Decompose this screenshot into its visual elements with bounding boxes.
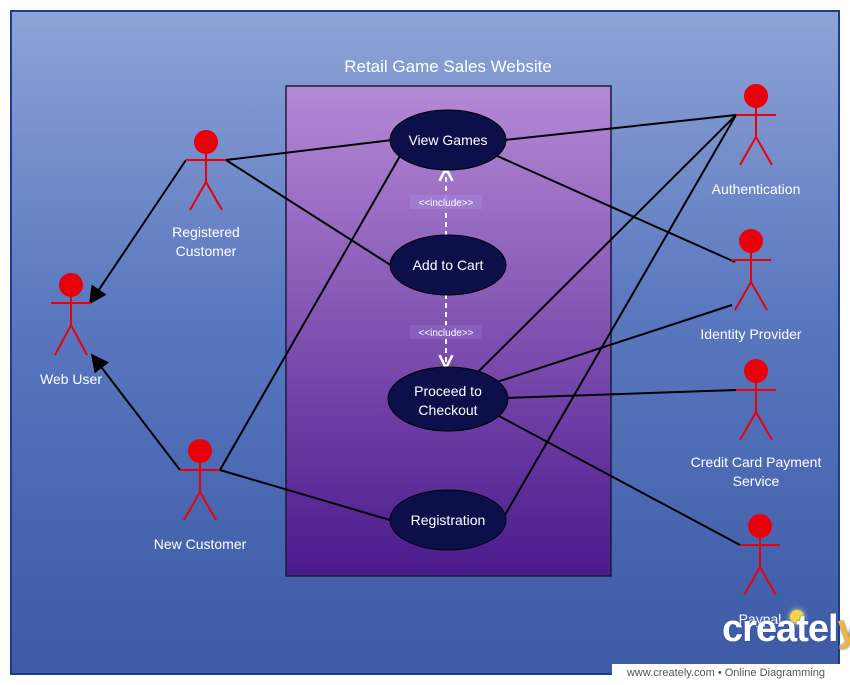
use-case-registration[interactable]: Registration <box>389 489 507 551</box>
actor-label-registered-1: Registered <box>172 224 240 240</box>
actor-label-paypal: Paypal <box>739 611 782 627</box>
generalization-newcustomer-webuser <box>90 353 181 471</box>
assoc-registered-addtocart <box>225 159 393 267</box>
associations <box>219 114 741 546</box>
actor-authentication[interactable] <box>736 84 776 166</box>
use-case-label-line2: Checkout <box>418 402 477 418</box>
use-case-label: Registration <box>411 512 486 528</box>
actor-paypal[interactable] <box>740 514 780 596</box>
actor-label-credit-1: Credit Card Payment <box>691 454 822 470</box>
assoc-newcustomer-registration <box>219 469 391 521</box>
actor-head-icon <box>188 439 212 463</box>
assoc-registered-viewgames <box>225 139 393 161</box>
actor-label-authentication: Authentication <box>712 181 801 197</box>
use-case-label: Add to Cart <box>413 257 484 273</box>
actor-head-icon <box>739 229 763 253</box>
system-title: Retail Game Sales Website <box>344 57 552 76</box>
lightbulb-icon <box>790 610 804 624</box>
use-case-add-to-cart[interactable]: Add to Cart <box>389 234 507 296</box>
actor-label-web-user: Web User <box>40 371 102 387</box>
use-case-view-games[interactable]: View Games <box>389 109 507 171</box>
use-case-label-line1: Proceed to <box>414 383 482 399</box>
assoc-newcustomer-viewgames <box>219 155 401 471</box>
assoc-credit-checkout <box>504 389 737 399</box>
assoc-identity-checkout <box>496 304 733 383</box>
generalization-registered-webuser <box>88 159 187 305</box>
actor-registered-customer[interactable] <box>186 130 226 211</box>
actor-label-new-customer: New Customer <box>154 536 247 552</box>
assoc-identity-viewgames <box>494 154 736 263</box>
actor-credit-card-payment-service[interactable] <box>736 359 776 441</box>
actor-web-user[interactable] <box>51 273 91 356</box>
assoc-auth-viewgames <box>504 114 737 141</box>
actor-identity-provider[interactable] <box>731 229 771 311</box>
creately-logo: creately <box>722 608 850 670</box>
include-label-2: <<include>> <box>418 328 473 339</box>
use-case-label: View Games <box>408 132 487 148</box>
use-case-proceed-to-checkout[interactable]: Proceed to Checkout <box>387 366 509 432</box>
actor-head-icon <box>744 359 768 383</box>
assoc-auth-registration <box>504 114 737 516</box>
logo-wordmark: creately <box>722 608 850 650</box>
actor-new-customer[interactable] <box>180 439 220 521</box>
actor-label-identity-provider: Identity Provider <box>700 326 801 342</box>
include-label-1: <<include>> <box>418 198 473 209</box>
actor-head-icon <box>744 84 768 108</box>
watermark-text: www.creately.com • Online Diagramming <box>612 664 840 682</box>
actor-label-credit-2: Service <box>733 473 780 489</box>
actor-label-registered-2: Customer <box>176 243 237 259</box>
assoc-paypal-checkout <box>496 414 741 546</box>
actor-head-icon <box>59 273 83 297</box>
assoc-auth-checkout <box>477 114 737 373</box>
actor-head-icon <box>748 514 772 538</box>
actor-head-icon <box>194 130 218 154</box>
